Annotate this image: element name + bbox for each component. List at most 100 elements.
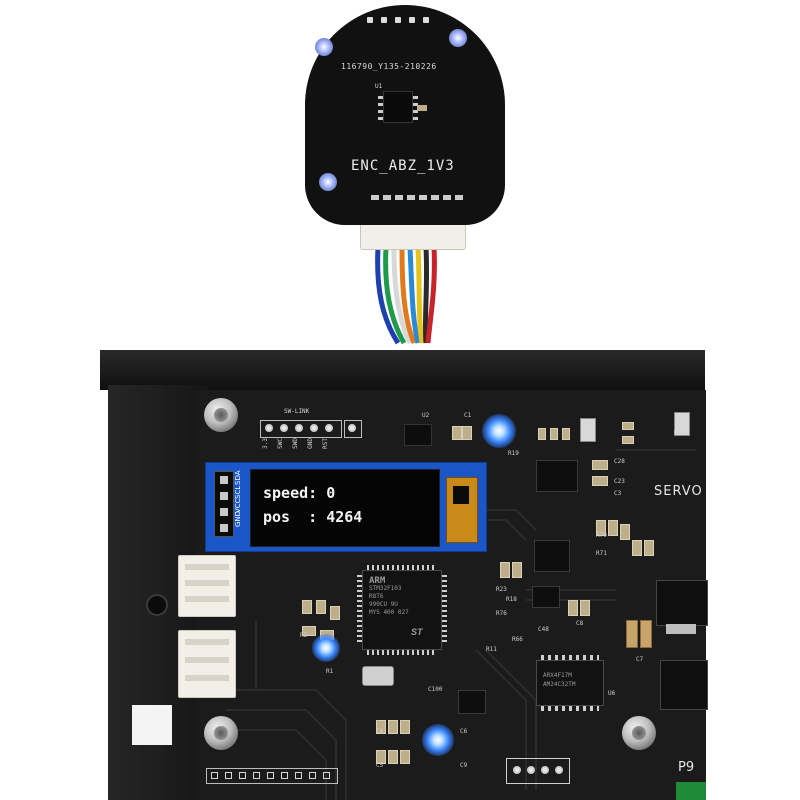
- label-c4: C4: [376, 728, 384, 735]
- component-cluster-tr: [526, 408, 706, 508]
- led-status-mid: [312, 634, 340, 662]
- p9-label: P9: [678, 760, 695, 775]
- label-c3: C3: [614, 490, 622, 497]
- encoder-board: 116790_Y135-210226 U1 ENC_ABZ_1V3: [305, 5, 505, 225]
- encoder-mount-hole-tl: [315, 38, 333, 56]
- encoder-wire-harness: [368, 238, 458, 348]
- pcb-screw-tl: [204, 398, 238, 432]
- component-column-right: [596, 510, 708, 710]
- swlink-label: SW-LINK: [284, 408, 310, 415]
- mcu-chip: ARM STM32F103 R8T6 990CU 9U MYS 400 027 …: [357, 565, 447, 655]
- cap-near-c1: [462, 426, 472, 440]
- driver-chip: ARX4F17M AM24C32TM: [536, 655, 604, 711]
- label-r11: R11: [486, 646, 497, 653]
- encoder-ic: [378, 91, 418, 123]
- jst-connector-lower: [178, 630, 236, 698]
- encoder-part-number: 116790_Y135-210226: [341, 62, 437, 71]
- pos-value: 4264: [326, 508, 363, 526]
- res-cluster-4: [580, 600, 590, 616]
- speed-label: speed:: [263, 484, 318, 502]
- swlink-pin-5: RST: [322, 438, 329, 449]
- swlink-pin-3: SWD: [292, 438, 299, 449]
- chip-bottom-sot: [458, 690, 486, 714]
- swlink-pin-2: SWC: [277, 438, 284, 449]
- jst-connector-upper: [178, 555, 236, 617]
- label-c6: C6: [460, 728, 468, 735]
- label-r2: R2: [300, 632, 308, 639]
- label-r66: R66: [512, 636, 523, 643]
- res-cluster-3: [568, 600, 578, 616]
- chip-mid-sot: [534, 540, 570, 572]
- label-c1: C1: [464, 412, 472, 419]
- pcb-screw-br: [622, 716, 656, 750]
- mcu-text-2: STM32F103: [369, 585, 402, 592]
- swlink-pin-4: GND: [307, 438, 314, 449]
- mcu-text-4: 990CU 9U: [369, 601, 398, 608]
- label-r19: R19: [508, 450, 519, 457]
- encoder-mount-hole-bl: [319, 173, 337, 191]
- label-c7: C7: [636, 656, 644, 663]
- label-c5: C5: [376, 762, 384, 769]
- driver-text-1: ARX4F17M: [543, 672, 572, 679]
- label-u4: U4: [674, 430, 682, 437]
- label-r70: R70: [596, 532, 607, 539]
- oled-line2: pos : 4264: [263, 508, 362, 526]
- oled-pin-sda: SDA: [234, 470, 242, 486]
- st-logo-icon: ST: [411, 627, 423, 637]
- chip-mid-small: [532, 586, 560, 608]
- res-cluster-2: [512, 562, 522, 578]
- cap-c23: [592, 476, 608, 486]
- swlink-pin-1: 3.3: [262, 438, 269, 449]
- mcu-text-1: ARM: [369, 576, 386, 586]
- label-r18: R18: [506, 596, 517, 603]
- servo-label: SERVO: [654, 484, 703, 499]
- p9-connector: [506, 758, 570, 784]
- chip-u10: [536, 460, 578, 492]
- encoder-ic-label: U1: [375, 83, 383, 90]
- oled-line1: speed: 0: [263, 484, 335, 502]
- main-pcb: SW-LINK 3.3 SWC SWD GND RST U2 C1 R19 U4…: [196, 390, 708, 800]
- swlink-pin-labels: 3.3 SWC SWD GND RST: [260, 438, 342, 460]
- encoder-mount-hole-tr: [449, 29, 467, 47]
- driver-text-2: AM24C32TM: [543, 681, 576, 688]
- swlink-header: [260, 420, 342, 438]
- chip-u2: [404, 424, 432, 446]
- bottom-pin-header: [206, 768, 338, 784]
- label-r76: R76: [496, 610, 507, 617]
- enclosure-white-tab: [132, 705, 172, 745]
- oled-pin-header: [214, 471, 234, 537]
- oled-flex-connector: [446, 477, 478, 543]
- led-status-bottom: [422, 724, 454, 756]
- label-c9: C9: [460, 762, 468, 769]
- label-c23: C23: [614, 478, 625, 485]
- label-c8: C8: [576, 620, 584, 627]
- enclosure-top-lip: [100, 350, 705, 390]
- label-r71: R71: [596, 550, 607, 557]
- caps-bottom-left: [376, 710, 436, 790]
- encoder-capacitor: [417, 105, 427, 111]
- label-r1: R1: [326, 668, 334, 675]
- label-r23: R23: [496, 586, 507, 593]
- res-cluster-1: [500, 562, 510, 578]
- green-terminal-block: [676, 782, 706, 800]
- encoder-top-pads: [367, 17, 447, 27]
- pos-label: pos :: [263, 508, 318, 526]
- crystal: [362, 666, 394, 686]
- label-u2: U2: [422, 412, 430, 419]
- label-c100: C100: [428, 686, 443, 693]
- enclosure-mount-hole: [146, 594, 168, 616]
- cap-c28: [592, 460, 608, 470]
- oled-pin-labels: GND VCC SCL SDA: [234, 467, 248, 547]
- led-status-top: [482, 414, 516, 448]
- cap-c1: [452, 426, 462, 440]
- mcu-marking: ARM STM32F103 R8T6 990CU 9U MYS 400 027: [369, 577, 435, 617]
- mcu-text-5: MYS 400 027: [369, 609, 409, 616]
- oled-module: GND VCC SCL SDA speed: 0 pos : 4264: [205, 462, 487, 552]
- label-c28: C28: [614, 458, 625, 465]
- wire-bundle: [375, 247, 437, 345]
- encoder-bottom-pads: [371, 195, 471, 203]
- swlink-adjacent-pad: [344, 420, 362, 438]
- speed-value: 0: [326, 484, 336, 502]
- encoder-board-name: ENC_ABZ_1V3: [351, 158, 455, 174]
- mcu-text-3: R8T6: [369, 593, 384, 600]
